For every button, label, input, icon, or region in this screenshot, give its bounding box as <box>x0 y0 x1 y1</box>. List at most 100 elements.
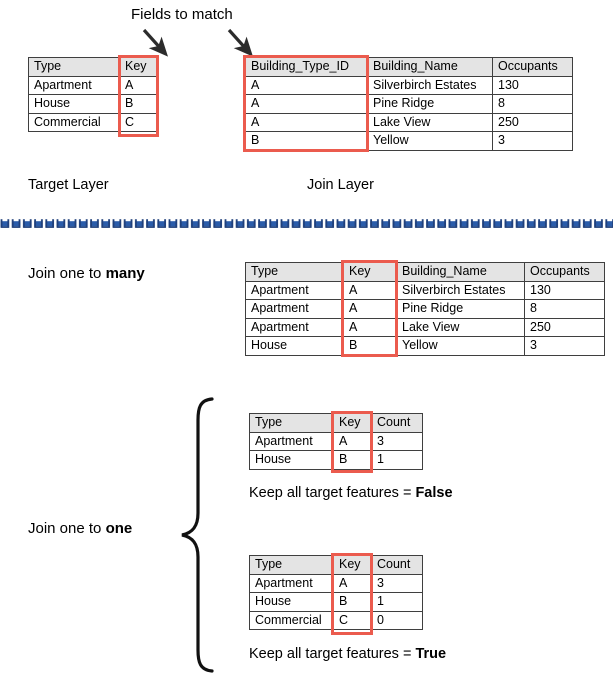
cell-type: House <box>245 336 344 356</box>
one-to-many-table-wrap: Type Key Building_Name Occupants Apartme… <box>245 260 605 357</box>
cell-count: 0 <box>371 610 423 630</box>
cell-type: Apartment <box>245 317 344 337</box>
cell-key: B <box>333 592 372 612</box>
keep-all-true-emphasis: True <box>415 646 447 662</box>
cell-building-name: Pine Ridge <box>396 299 525 319</box>
one-to-one-true-table-wrap: Type Key Count Apartment A 3 House B 1 C… <box>249 553 423 635</box>
target-layer-caption-text: Target Layer <box>28 177 109 193</box>
cell-building-name: Yellow <box>367 131 493 151</box>
cell-key: C <box>333 610 372 630</box>
join-one-to-many-emphasis: many <box>105 265 145 282</box>
cell-key: A <box>343 280 397 300</box>
one-to-one-false-table: Type Key Count Apartment A 3 House B 1 <box>249 413 423 470</box>
cell-count: 3 <box>371 573 423 593</box>
table-row: House B Yellow 3 <box>245 336 605 356</box>
join-one-to-one-emphasis: one <box>105 520 133 537</box>
cell-type: Apartment <box>249 431 334 451</box>
column-header-type: Type <box>245 262 344 282</box>
cell-type: Apartment <box>249 573 334 593</box>
target-layer-table-wrap: Type Key Apartment A House B Commercial … <box>28 55 159 137</box>
join-one-to-many-prefix: Join one to <box>28 265 106 282</box>
column-header-building-type-id: Building_Type_ID <box>245 57 368 77</box>
cell-key: A <box>333 573 372 593</box>
column-header-type: Type <box>249 413 334 433</box>
table-header-row: Type Key Count <box>249 413 423 433</box>
table-row: House B 1 <box>249 592 423 612</box>
cell-type: Apartment <box>245 299 344 319</box>
section-divider <box>0 218 613 231</box>
cell-key: A <box>333 431 372 451</box>
column-header-count: Count <box>371 413 423 433</box>
column-header-type: Type <box>249 555 334 575</box>
table-row: Apartment A Pine Ridge 8 <box>245 299 605 319</box>
cell-key: C <box>119 112 159 132</box>
cell-occupants: 3 <box>524 336 605 356</box>
cell-key: B <box>119 94 159 114</box>
table-row: Commercial C <box>28 112 159 132</box>
keep-all-false-emphasis: False <box>415 485 453 501</box>
column-header-occupants: Occupants <box>524 262 605 282</box>
cell-building-type-id: A <box>245 75 368 95</box>
cell-count: 1 <box>371 592 423 612</box>
table-row: Apartment A 3 <box>249 431 423 451</box>
target-layer-caption: Target Layer <box>28 177 109 194</box>
cell-key: B <box>333 450 372 470</box>
keep-all-true-caption: Keep all target features = True <box>249 646 446 663</box>
table-row: A Silverbirch Estates 130 <box>245 75 573 95</box>
cell-occupants: 130 <box>492 75 573 95</box>
table-row: B Yellow 3 <box>245 131 573 151</box>
table-header-row: Type Key Building_Name Occupants <box>245 262 605 282</box>
cell-occupants: 8 <box>524 299 605 319</box>
cell-occupants: 8 <box>492 94 573 114</box>
column-header-key: Key <box>119 57 159 77</box>
cell-building-name: Silverbirch Estates <box>367 75 493 95</box>
cell-building-name: Pine Ridge <box>367 94 493 114</box>
table-row: Commercial C 0 <box>249 610 423 630</box>
cell-building-type-id: A <box>245 94 368 114</box>
cell-key: B <box>343 336 397 356</box>
table-row: Apartment A Silverbirch Estates 130 <box>245 280 605 300</box>
cell-key: A <box>343 317 397 337</box>
table-row: A Lake View 250 <box>245 112 573 132</box>
join-one-to-many-label: Join one to many <box>28 265 145 282</box>
join-one-to-one-label: Join one to one <box>28 520 132 537</box>
table-row: House B <box>28 94 159 114</box>
join-layer-table-wrap: Building_Type_ID Building_Name Occupants… <box>243 55 573 152</box>
cell-key: A <box>343 299 397 319</box>
column-header-count: Count <box>371 555 423 575</box>
fields-to-match-heading: Fields to match <box>131 6 233 23</box>
cell-building-name: Silverbirch Estates <box>396 280 525 300</box>
column-header-building-name: Building_Name <box>396 262 525 282</box>
table-header-row: Type Key Count <box>249 555 423 575</box>
column-header-type: Type <box>28 57 120 77</box>
cell-type: Commercial <box>28 112 120 132</box>
column-header-key: Key <box>333 555 372 575</box>
keep-all-true-prefix: Keep all target features = <box>249 646 416 662</box>
one-to-one-true-table: Type Key Count Apartment A 3 House B 1 C… <box>249 555 423 630</box>
column-header-key: Key <box>343 262 397 282</box>
table-row: Apartment A 3 <box>249 573 423 593</box>
one-to-one-false-table-wrap: Type Key Count Apartment A 3 House B 1 <box>249 411 423 473</box>
cell-type: House <box>28 94 120 114</box>
target-layer-table: Type Key Apartment A House B Commercial … <box>28 57 159 132</box>
cell-building-name: Lake View <box>367 112 493 132</box>
table-header-row: Building_Type_ID Building_Name Occupants <box>245 57 573 77</box>
join-layer-caption: Join Layer <box>307 177 374 194</box>
cell-type: Apartment <box>245 280 344 300</box>
cell-type: House <box>249 450 334 470</box>
join-one-to-one-prefix: Join one to <box>28 520 106 537</box>
column-header-occupants: Occupants <box>492 57 573 77</box>
fields-to-match-text: Fields to match <box>131 6 233 23</box>
table-row: House B 1 <box>249 450 423 470</box>
one-to-many-table: Type Key Building_Name Occupants Apartme… <box>245 262 605 356</box>
cell-key: A <box>119 75 159 95</box>
cell-count: 3 <box>371 431 423 451</box>
arrow-to-join-key <box>225 26 257 58</box>
cell-building-type-id: A <box>245 112 368 132</box>
join-layer-table: Building_Type_ID Building_Name Occupants… <box>245 57 573 151</box>
cell-count: 1 <box>371 450 423 470</box>
cell-building-name: Lake View <box>396 317 525 337</box>
cell-occupants: 250 <box>524 317 605 337</box>
column-header-building-name: Building_Name <box>367 57 493 77</box>
one-to-one-brace <box>178 396 218 674</box>
